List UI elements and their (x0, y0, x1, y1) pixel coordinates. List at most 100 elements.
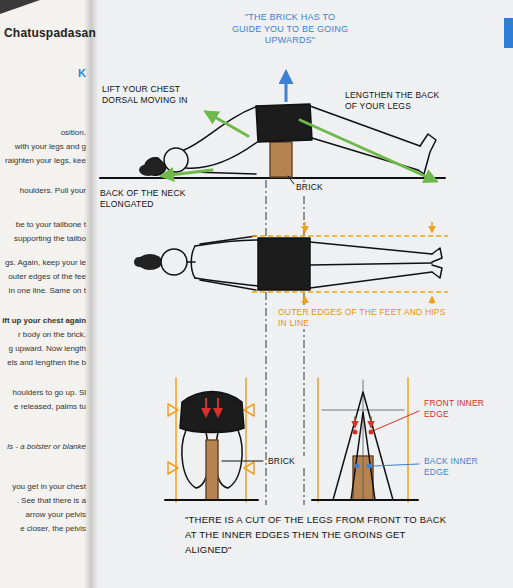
rear-view-figure-part (244, 404, 254, 416)
top-view-figure-part (258, 238, 310, 290)
section-letter-box: K (78, 66, 86, 80)
body-text-line: ls - a bolster or blanke (7, 442, 86, 451)
top-view-figure-part (191, 246, 195, 278)
side-view-figure (100, 104, 445, 184)
inner-edge-diagram-part (322, 410, 404, 411)
page-background-part (504, 18, 513, 48)
side-view-figure-part (270, 142, 292, 177)
red-arrow-part (217, 398, 219, 416)
body-text-line: ift up your chest again (2, 316, 86, 325)
quote-note: "THERE IS A CUT OF THE LEGS FROM FRONT T… (185, 514, 446, 555)
dash-dot-line-part (266, 180, 267, 505)
orange-alignment-line-part (304, 297, 306, 304)
body-text-line: osition. (61, 128, 86, 137)
body-text-line-box: r body on the brick. (18, 330, 86, 340)
body-text-line-box: houlders. Pull your (20, 186, 86, 196)
body-text-line: with your legs and g (15, 142, 86, 151)
quote-note-box: "THE BRICK HAS TO GUIDE YOU TO BE GOING … (230, 12, 350, 47)
orange-alignment-line (252, 222, 448, 304)
page-background-part (0, 0, 90, 588)
body-text-line: e released, palms tu (14, 402, 86, 411)
body-text-line: outer edges of the fee (8, 272, 86, 281)
alignment-note: OUTER EDGES OF THE FEET AND HIPS IN LINE (278, 307, 446, 328)
top-view-figure-part (200, 236, 256, 244)
body-text-line-box: gs. Again, keep your le (5, 258, 86, 268)
rear-view-figure-part (168, 462, 178, 474)
inner-edge-diagram-part (354, 417, 356, 427)
side-view-figure-part (186, 140, 260, 168)
red-arrow-part (205, 398, 207, 416)
side-view-figure-part (139, 164, 157, 176)
rear-view-figure-part (175, 378, 177, 502)
inner-edge-diagram-part (355, 464, 360, 469)
side-view-figure-part (288, 176, 294, 184)
rear-view-figure (165, 378, 263, 502)
body-text-line: supporting the tailbo (14, 234, 86, 243)
green-arrow-part (206, 112, 248, 136)
body-text-line: . See that there is a (17, 496, 86, 505)
top-view-figure-part (432, 248, 442, 262)
orange-alignment-line-part (431, 222, 433, 232)
body-text-line-box: els and lengthen the b (7, 358, 86, 368)
inner-edge-diagram-part (312, 499, 418, 501)
edge-label: FRONT INNER EDGE (424, 398, 484, 419)
instruction-label: LENGTHEN THE BACK OF YOUR LEGS (345, 90, 439, 111)
instruction-label: LIFT YOUR CHEST DORSAL MOVING IN (102, 84, 188, 105)
inner-edge-diagram-part (333, 392, 393, 500)
body-text-line: houlders to go up. Sl (13, 388, 86, 397)
edge-label-box: FRONT INNER EDGE (424, 398, 492, 420)
body-text-line-box: . See that there is a (17, 496, 86, 506)
top-view-figure-part (310, 242, 432, 254)
body-text-line: be to your tailbone t (16, 220, 86, 229)
inner-edge-diagram-part (375, 411, 419, 430)
instruction-label-box: BACK OF THE NECK ELONGATED (100, 188, 198, 210)
top-view-figure-part (432, 265, 442, 278)
side-view-figure-part (164, 148, 188, 172)
inner-edge-diagram (312, 378, 419, 502)
page-background-part (84, 0, 98, 588)
body-text-line-box: g upward. Now length (9, 344, 86, 354)
page-background-part (0, 0, 40, 14)
body-text-line-box: ls - a bolster or blanke (7, 442, 86, 452)
body-text-line-box: in one line. Same on t (9, 286, 86, 296)
rear-view-figure-part (180, 392, 244, 433)
body-text-line: gs. Again, keep your le (5, 258, 86, 267)
instruction-label: BACK OF THE NECK ELONGATED (100, 188, 186, 209)
top-view-figure-part (161, 249, 187, 275)
part-label: BRICK (268, 456, 295, 466)
edge-label: BACK INNER EDGE (424, 456, 478, 477)
inner-edge-diagram-part (373, 464, 419, 466)
body-text-line-box: arrow your pelvis (26, 510, 86, 520)
top-view-figure-part (310, 263, 432, 265)
orange-alignment-line-part (252, 291, 448, 293)
inner-edge-diagram-part (317, 378, 319, 502)
top-view-figure-part (310, 272, 432, 288)
inner-edge-diagram-part (351, 412, 375, 500)
body-text-line: you get in your chest (12, 482, 86, 491)
body-text-line: raighten your legs, kee (5, 156, 86, 165)
inner-edge-diagram-part (363, 380, 364, 500)
body-text-line-box: e released, palms tu (14, 402, 86, 412)
body-text-line-box: supporting the tailbo (14, 234, 86, 244)
inner-edge-diagram-part (407, 378, 409, 502)
part-label-box: BRICK (296, 182, 336, 193)
blue-arrow (285, 72, 288, 102)
body-text-line: els and lengthen the b (7, 358, 86, 367)
instruction-label-box: LIFT YOUR CHEST DORSAL MOVING IN (102, 84, 196, 106)
instruction-label-box: LENGTHEN THE BACK OF YOUR LEGS (345, 90, 449, 112)
rear-view-figure-part (215, 430, 242, 488)
body-text-line-box: you get in your chest (12, 482, 86, 492)
inner-edge-diagram-part (370, 417, 372, 427)
red-arrow (206, 398, 218, 416)
top-view-figure-part (200, 280, 256, 290)
rear-view-figure-part (244, 462, 254, 474)
inner-edge-diagram-part (353, 430, 358, 435)
body-text-line-box: houlders to go up. Sl (13, 388, 86, 398)
green-arrow-part (162, 170, 212, 176)
green-arrow-part (300, 120, 436, 181)
rear-view-figure-part (182, 430, 209, 488)
body-text-line: in one line. Same on t (9, 286, 86, 295)
